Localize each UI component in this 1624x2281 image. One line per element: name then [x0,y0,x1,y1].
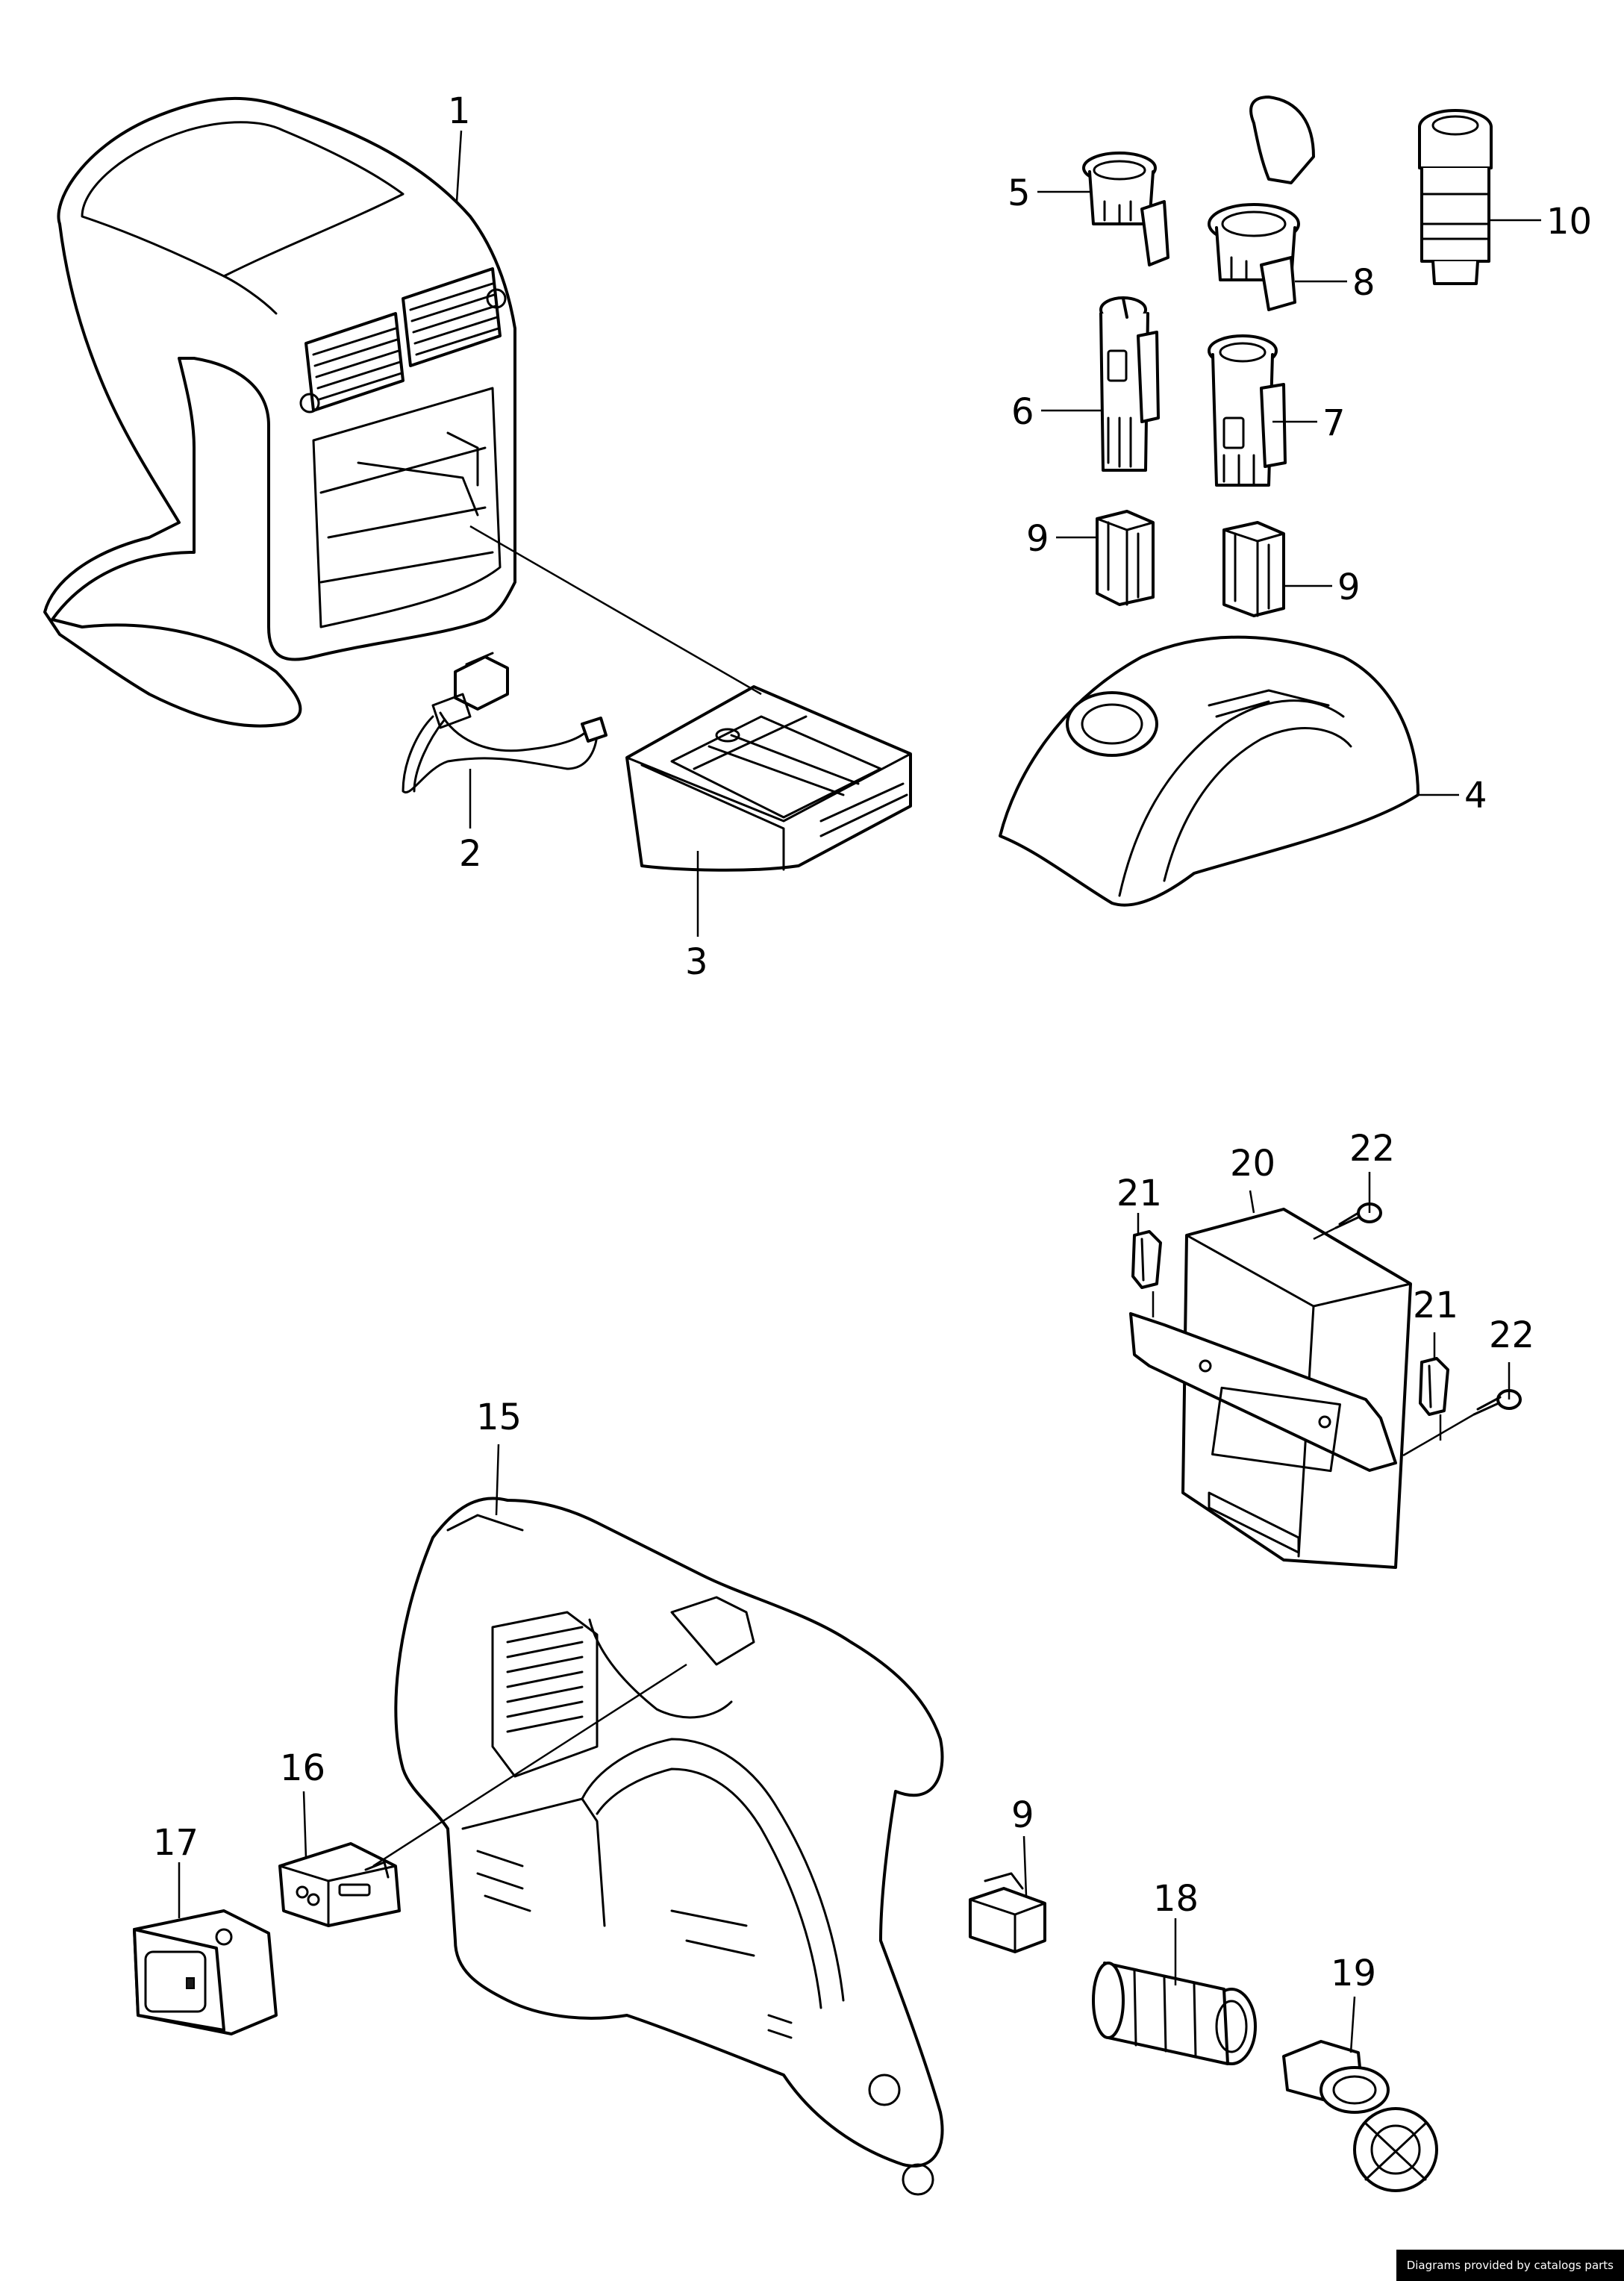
part-19-socket-with-cap[interactable] [1282,2040,1438,2192]
callout-21-lower: 21 [1413,1285,1458,1326]
callout-9-upper-left: 9 [1026,518,1049,560]
part-5-socket-housing[interactable] [1082,152,1169,266]
part-6-socket-assembly[interactable] [1099,296,1160,472]
callout-20: 20 [1230,1143,1275,1185]
callout-19: 19 [1331,1953,1376,1994]
callout-9-upper-right: 9 [1337,567,1361,608]
part-4-console-cover[interactable] [999,635,1420,907]
callout-21-upper: 21 [1116,1173,1162,1214]
part-21-bracket-clip-upper[interactable] [1131,1230,1162,1289]
part-3-tray-insert[interactable] [625,685,912,872]
callout-labels: 1 2 3 4 5 6 7 8 9 9 9 10 15 16 17 18 19 … [153,90,1592,1994]
callout-1: 1 [448,90,471,132]
part-22-screw-lower[interactable] [1472,1389,1522,1416]
part-2-wiring-harness[interactable] [402,652,608,794]
callout-22-lower: 22 [1489,1314,1534,1356]
part-9-connector-lower[interactable] [969,1872,1046,1953]
callout-9-lower: 9 [1011,1794,1034,1836]
callout-15: 15 [476,1397,522,1438]
part-21-bracket-clip-lower[interactable] [1419,1357,1449,1416]
callout-8: 8 [1352,262,1375,304]
part-10-lighter-element[interactable] [1418,109,1493,285]
part-7-socket-assembly[interactable] [1208,334,1287,487]
callout-4: 4 [1464,775,1487,817]
diagram-credit: Diagrams provided by catalogs parts [1396,2250,1624,2281]
part-18-power-socket[interactable] [1092,1962,1257,2065]
callout-7: 7 [1322,402,1346,444]
part-1-rear-console[interactable] [43,96,516,728]
callout-6: 6 [1011,391,1034,433]
part-9-connector-clip-left[interactable] [1096,510,1155,606]
callout-2: 2 [459,833,482,875]
callout-18: 18 [1153,1878,1199,1920]
callout-5: 5 [1008,172,1031,214]
part-8-socket-with-cap[interactable] [1208,96,1315,311]
part-22-screw-upper[interactable] [1334,1202,1382,1229]
callout-16: 16 [280,1747,325,1789]
part-17-switch[interactable] [133,1909,278,2035]
callout-3: 3 [685,941,708,983]
part-15-side-trim-panel[interactable] [394,1497,944,2196]
callout-10: 10 [1546,201,1592,243]
part-20-control-module[interactable] [1129,1208,1412,1569]
part-9-connector-clip-right[interactable] [1222,521,1285,617]
callout-22-upper: 22 [1349,1128,1395,1170]
part-16-switch-housing[interactable] [278,1842,401,1927]
callout-17: 17 [153,1822,199,1864]
leader-lines [178,130,1541,2053]
